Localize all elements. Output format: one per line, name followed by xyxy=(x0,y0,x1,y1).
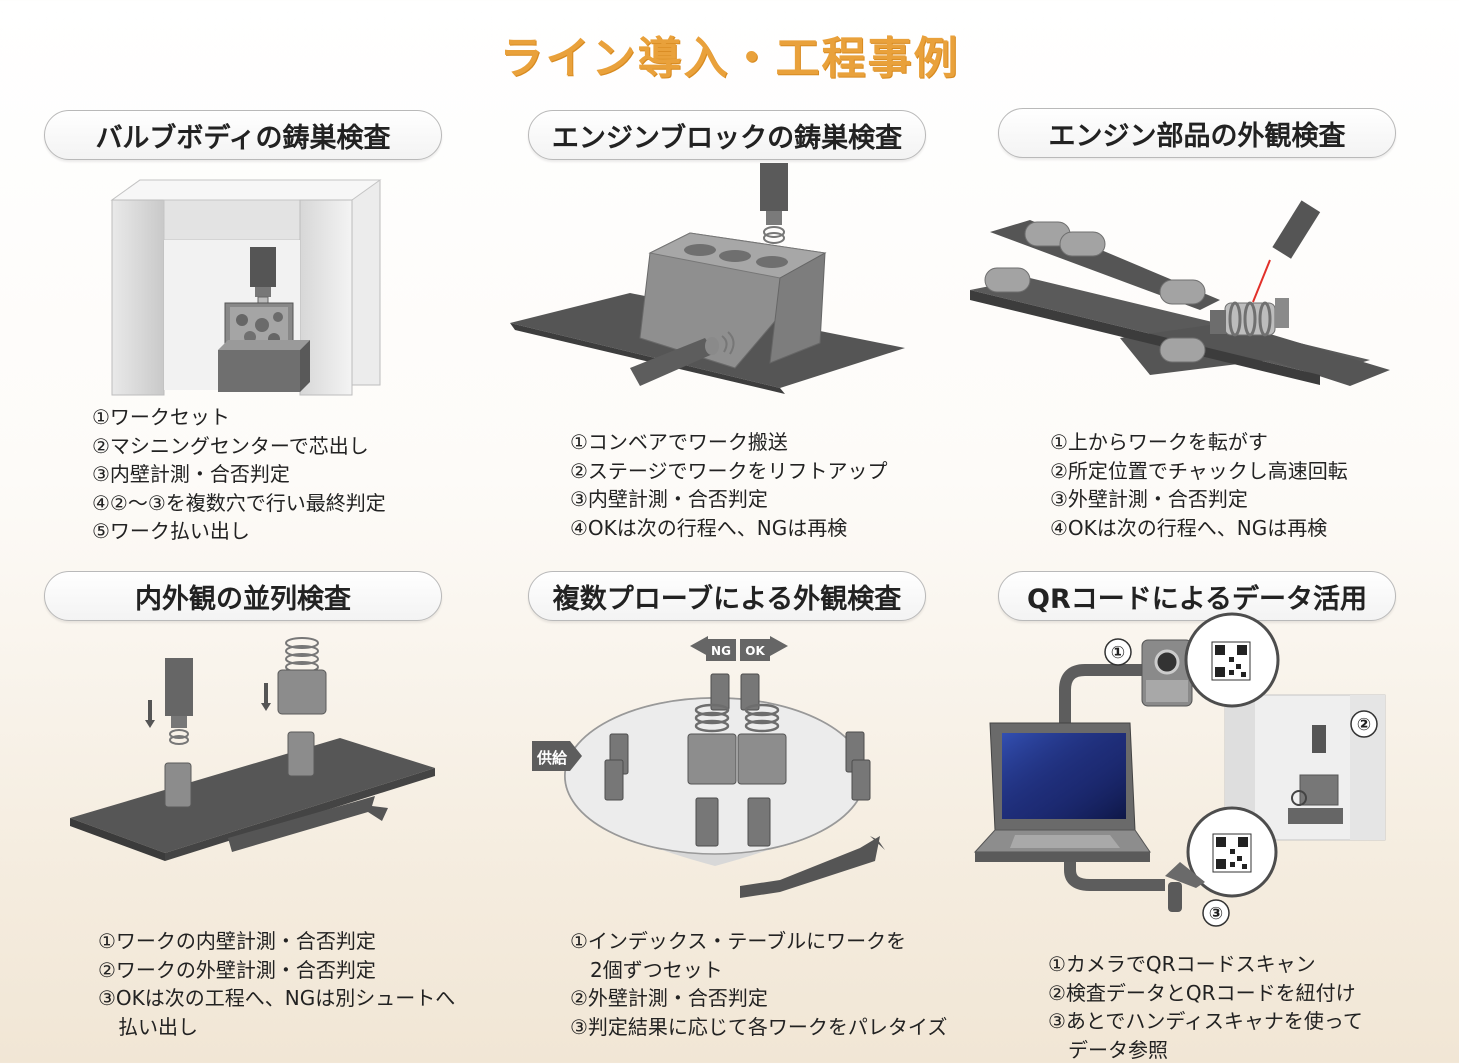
steps-engine-block: ①コンベアでワーク搬送 ②ステージでワークをリフトアップ ③内壁計測・合否判定 … xyxy=(570,428,888,542)
engine-block-illustration xyxy=(510,158,910,393)
qr-step-label-3: ③ xyxy=(1209,904,1223,924)
heading-parallel-inspection: 内外観の並列検査 xyxy=(44,571,442,621)
step-item: ②所定位置でチャックし高速回転 xyxy=(1050,457,1348,486)
step-item: ①ワークの内壁計測・合否判定 xyxy=(98,927,455,956)
engine-parts-illustration xyxy=(970,190,1400,400)
step-item: ②マシニングセンターで芯出し xyxy=(92,432,386,461)
step-item: ③OKは次の工程へ、NGは別シュートへ xyxy=(98,984,455,1013)
step-item: 払い出し xyxy=(98,1013,455,1042)
step-item: ②外壁計測・合否判定 xyxy=(570,984,947,1013)
step-item: ④OKは次の行程へ、NGは再検 xyxy=(1050,514,1348,543)
parallel-inspection-illustration xyxy=(70,628,440,863)
heading-multi-probe: 複数プローブによる外観検査 xyxy=(528,571,926,621)
step-item: ③あとでハンディスキャナを使って xyxy=(1048,1007,1363,1036)
steps-parallel-inspection: ①ワークの内壁計測・合否判定 ②ワークの外壁計測・合否判定 ③OKは次の工程へ、… xyxy=(98,927,455,1041)
step-item: ④②～③を複数穴で行い最終判定 xyxy=(92,489,386,518)
step-item: ①カメラでQRコードスキャン xyxy=(1048,950,1363,979)
step-item: データ参照 xyxy=(1048,1036,1363,1064)
steps-engine-parts: ①上からワークを転がす ②所定位置でチャックし高速回転 ③外壁計測・合否判定 ④… xyxy=(1050,428,1348,542)
qr-step-label-2: ② xyxy=(1357,715,1371,735)
heading-valve-body: バルブボディの鋳巣検査 xyxy=(44,110,442,160)
heading-engine-block: エンジンブロックの鋳巣検査 xyxy=(528,110,926,160)
step-item: ④OKは次の行程へ、NGは再検 xyxy=(570,514,888,543)
qr-step-label-1: ① xyxy=(1111,643,1125,663)
step-item: ①上からワークを転がす xyxy=(1050,428,1348,457)
supply-label: 供給 xyxy=(536,749,568,767)
step-item: ②ステージでワークをリフトアップ xyxy=(570,457,888,486)
step-item: ③内壁計測・合否判定 xyxy=(92,460,386,489)
ok-label: OK xyxy=(745,644,765,658)
step-item: ②ワークの外壁計測・合否判定 xyxy=(98,956,455,985)
step-item: ③外壁計測・合否判定 xyxy=(1050,485,1348,514)
valve-body-illustration xyxy=(100,175,400,400)
step-item: 2個ずつセット xyxy=(570,956,947,985)
steps-qr-data: ①カメラでQRコードスキャン ②検査データとQRコードを紐付け ③あとでハンディ… xyxy=(1048,950,1363,1064)
ng-label: NG xyxy=(711,644,731,658)
qr-data-illustration: ① ② ③ xyxy=(970,620,1395,920)
step-item: ③内壁計測・合否判定 xyxy=(570,485,888,514)
step-item: ①インデックス・テーブルにワークを xyxy=(570,927,947,956)
step-item: ⑤ワーク払い出し xyxy=(92,517,386,546)
steps-multi-probe: ①インデックス・テーブルにワークを 2個ずつセット ②外壁計測・合否判定 ③判定… xyxy=(570,927,947,1041)
steps-valve-body: ①ワークセット ②マシニングセンターで芯出し ③内壁計測・合否判定 ④②～③を複… xyxy=(92,403,386,546)
multi-probe-illustration: NG OK 供給 xyxy=(530,636,915,901)
step-item: ①ワークセット xyxy=(92,403,386,432)
heading-qr-data: QRコードによるデータ活用 xyxy=(998,571,1396,621)
heading-engine-parts: エンジン部品の外観検査 xyxy=(998,108,1396,158)
step-item: ③判定結果に応じて各ワークをパレタイズ xyxy=(570,1013,947,1042)
page-title: ライン導入・工程事例 xyxy=(0,22,1459,86)
step-item: ②検査データとQRコードを紐付け xyxy=(1048,979,1363,1008)
step-item: ①コンベアでワーク搬送 xyxy=(570,428,888,457)
